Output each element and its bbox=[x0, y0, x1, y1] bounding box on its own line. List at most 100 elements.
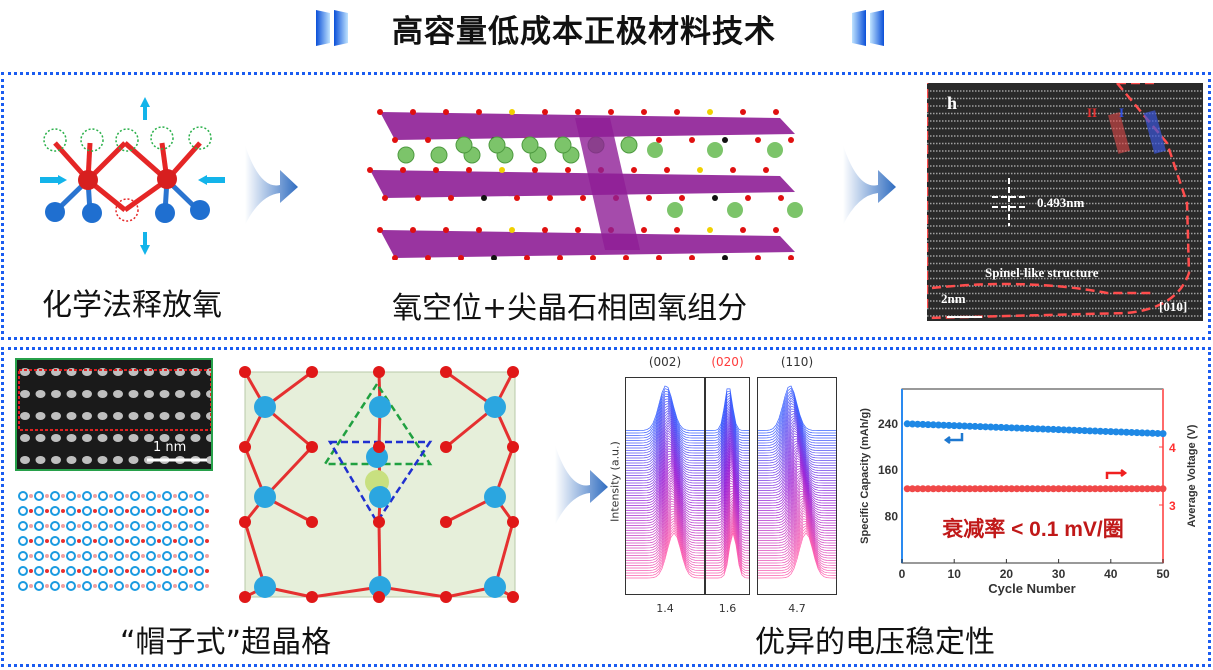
data-point bbox=[966, 422, 974, 430]
data-point bbox=[1055, 485, 1063, 493]
data-point bbox=[1002, 485, 1010, 493]
metal-atom bbox=[178, 506, 188, 516]
oxygen-atom bbox=[580, 195, 586, 201]
xrd-trace bbox=[706, 440, 749, 486]
data-point bbox=[1107, 428, 1115, 436]
xrd-trace bbox=[626, 500, 704, 546]
transition-metal-atom bbox=[484, 396, 506, 418]
data-point bbox=[961, 485, 969, 493]
xrd-contour: Intensity (a.u.) (002)1.4(020)1.6(110)4.… bbox=[595, 355, 845, 615]
data-point bbox=[976, 485, 984, 493]
y-tick-label: 80 bbox=[885, 510, 899, 524]
oxygen-atom bbox=[141, 539, 145, 543]
xrd-trace bbox=[758, 410, 836, 456]
data-point bbox=[1065, 485, 1073, 493]
xrd-trace bbox=[706, 519, 749, 566]
stem-image: 1 nm bbox=[15, 358, 213, 471]
metal-atom bbox=[34, 491, 44, 501]
metal-atom bbox=[114, 551, 124, 561]
oxygen-atom bbox=[392, 255, 398, 261]
atom-column bbox=[20, 390, 30, 398]
atom-column bbox=[159, 390, 170, 398]
metal-atom bbox=[82, 491, 92, 501]
xrd-trace bbox=[706, 457, 749, 504]
octahedra-layer bbox=[380, 230, 795, 258]
data-point bbox=[966, 485, 974, 493]
xrd-trace bbox=[706, 430, 749, 476]
atom-column bbox=[175, 390, 185, 398]
oxygen-atom bbox=[29, 554, 33, 558]
xrd-trace bbox=[706, 452, 749, 499]
metal-atom bbox=[50, 521, 60, 531]
metal-atom bbox=[66, 536, 76, 546]
oxygen-atom bbox=[77, 554, 81, 558]
metal-atom bbox=[130, 521, 140, 531]
oxygen-atom bbox=[173, 569, 177, 573]
data-point bbox=[1060, 485, 1068, 493]
atom-column bbox=[66, 456, 77, 464]
xrd-trace bbox=[626, 440, 704, 486]
oxygen-atom bbox=[514, 195, 520, 201]
metal-atom bbox=[82, 551, 92, 561]
xrd-trace bbox=[706, 482, 749, 526]
data-point bbox=[1086, 485, 1094, 493]
oxygen-atom bbox=[476, 109, 482, 115]
xrd-panel-label: (110) bbox=[780, 355, 814, 369]
tem-scale-label: 2nm bbox=[941, 291, 966, 306]
atom-column bbox=[66, 390, 77, 398]
oxygen-atom bbox=[189, 584, 193, 588]
oxygen-atom bbox=[443, 109, 449, 115]
atom-column bbox=[35, 368, 46, 376]
oxygen-atom bbox=[61, 509, 65, 513]
transition-metal-atom bbox=[254, 396, 276, 418]
atom-column bbox=[175, 434, 185, 442]
data-point bbox=[1102, 427, 1110, 435]
xrd-trace bbox=[758, 436, 836, 481]
metal-atom bbox=[82, 506, 92, 516]
xrd-trace bbox=[706, 494, 749, 539]
data-point bbox=[987, 423, 995, 431]
oxygen-atom bbox=[377, 227, 383, 233]
x-axis-label: Cycle Number bbox=[988, 581, 1075, 596]
oxygen-atom bbox=[410, 109, 416, 115]
xrd-trace bbox=[758, 392, 836, 439]
oxygen-atom bbox=[125, 569, 129, 573]
xrd-trace bbox=[758, 500, 836, 546]
data-point bbox=[1013, 424, 1021, 432]
xrd-trace bbox=[758, 419, 836, 466]
oxygen-atom bbox=[239, 441, 251, 453]
oxygen-atom bbox=[532, 167, 538, 173]
metal-atom bbox=[178, 581, 188, 591]
data-point bbox=[1044, 485, 1052, 493]
xrd-trace bbox=[626, 479, 704, 526]
oxygen-atom bbox=[61, 584, 65, 588]
oxygen-atom bbox=[491, 255, 497, 261]
xrd-trace bbox=[626, 467, 704, 514]
xrd-trace bbox=[626, 414, 704, 461]
xrd-trace bbox=[626, 520, 704, 566]
data-point bbox=[1133, 485, 1141, 493]
oxygen-atom bbox=[547, 195, 553, 201]
metal-atom bbox=[178, 536, 188, 546]
atom-column bbox=[159, 412, 170, 420]
oxygen-atom bbox=[542, 227, 548, 233]
oxygen-atom bbox=[109, 509, 113, 513]
oxygen-atom bbox=[141, 554, 145, 558]
oxygen-atom bbox=[623, 255, 629, 261]
xrd-trace bbox=[626, 405, 704, 451]
xrd-trace bbox=[706, 527, 749, 574]
metal-atom bbox=[178, 566, 188, 576]
data-point bbox=[1002, 424, 1010, 432]
oxygen-atom bbox=[205, 539, 209, 543]
data-point bbox=[961, 422, 969, 430]
data-point bbox=[914, 485, 922, 493]
atom-column bbox=[51, 456, 61, 464]
oxygen-atom bbox=[77, 569, 81, 573]
xrd-trace bbox=[706, 444, 749, 491]
metal-atom bbox=[162, 551, 172, 561]
oxygen-atom bbox=[509, 227, 515, 233]
transition-metal-atom bbox=[254, 576, 276, 598]
xrd-trace bbox=[706, 485, 749, 529]
xrd-trace bbox=[706, 492, 749, 536]
metal-atom bbox=[66, 581, 76, 591]
